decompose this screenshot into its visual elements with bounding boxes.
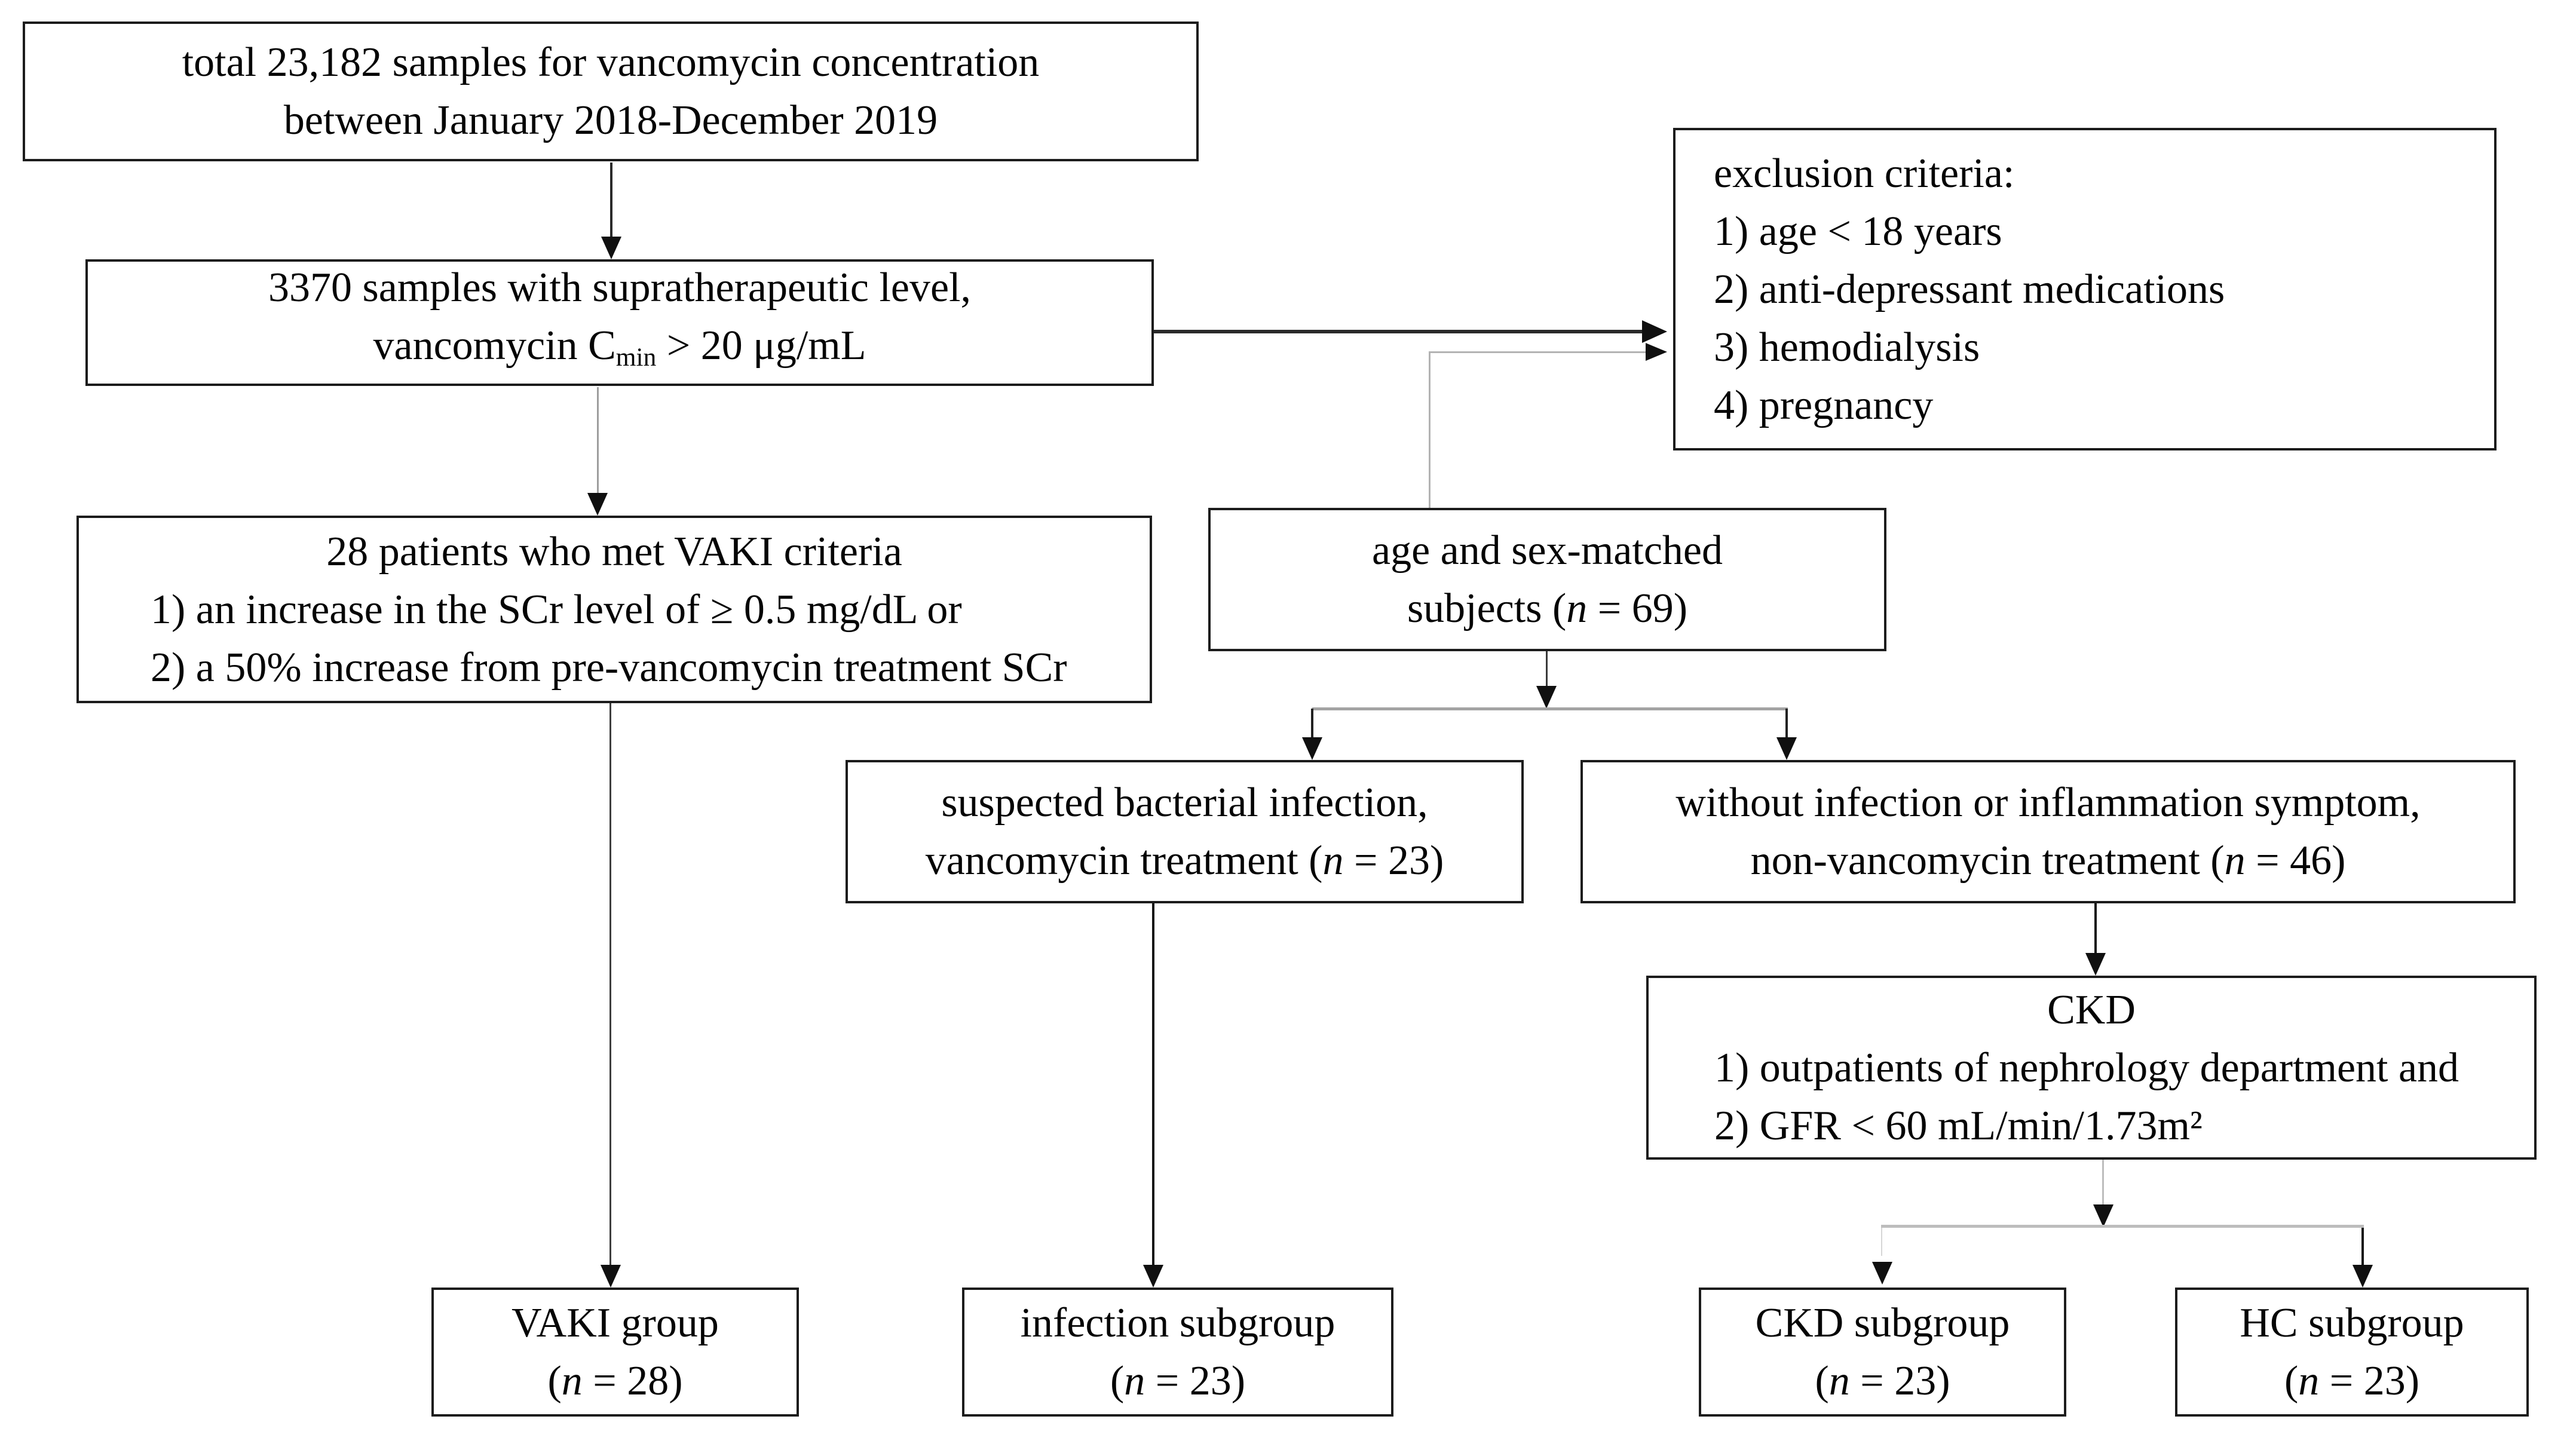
- suspected-n-symbol: n: [1322, 838, 1344, 884]
- age-sex-n-prefix: subjects (: [1407, 586, 1567, 632]
- connector-split-to-hc-subgroup-line: [2361, 1228, 2364, 1265]
- vaki-group-line2: (n = 28): [547, 1352, 682, 1410]
- connector-agesex-split-horizontal: [1312, 707, 1788, 710]
- connector-ckd-split-stem: [2102, 1160, 2104, 1204]
- connector-without-to-ckd-line: [2094, 903, 2097, 953]
- node-supratherapeutic-line2: vancomycin Cmin > 20 μg/mL: [373, 317, 866, 387]
- node-infection-subgroup: infection subgroup (n = 23): [962, 1288, 1393, 1417]
- arrowhead-split-to-ckd-subgroup: [1872, 1262, 1892, 1285]
- exclusion-item-2: 2) anti-depressant medications: [1714, 266, 2225, 312]
- vaki-group-n-prefix: (: [547, 1358, 562, 1404]
- arrowhead-suprathera-to-exclusion: [1642, 320, 1667, 343]
- ckd-item-2: 2) GFR < 60 mL/min/1.73m²: [1714, 1102, 2203, 1149]
- node-total-samples-line2: between January 2018-December 2019: [283, 97, 938, 143]
- arrowhead-split-to-without: [1776, 737, 1797, 760]
- arrowhead-vaki-to-group: [601, 1265, 621, 1288]
- age-sex-line2: subjects (n = 69): [1407, 580, 1687, 637]
- connector-split-to-ckd-subgroup-line: [1881, 1228, 1882, 1256]
- vaki-criteria-line1: 28 patients who met VAKI criteria: [326, 528, 902, 575]
- vaki-criteria-item-2: 2) a 50% increase from pre-vancomycin tr…: [151, 644, 1067, 691]
- node-age-sex-matched: age and sex-matched subjects (n = 69): [1208, 508, 1886, 651]
- infection-subgroup-n-value: = 23): [1145, 1358, 1246, 1404]
- cmin-subscript: min: [615, 342, 657, 372]
- connector-split-to-suspected-line: [1311, 709, 1313, 737]
- hc-subgroup-n-prefix: (: [2284, 1358, 2299, 1404]
- vaki-group-n-symbol: n: [561, 1358, 583, 1404]
- vaki-group-n-value: = 28): [582, 1358, 683, 1404]
- arrowhead-suprathera-to-vaki: [587, 493, 608, 516]
- node-hc-subgroup: HC subgroup (n = 23): [2175, 1288, 2529, 1417]
- without-n-symbol: n: [2224, 838, 2246, 884]
- arrowhead-split-to-suspected: [1302, 737, 1322, 760]
- connector-agesex-split-stem: [1546, 651, 1548, 686]
- ckd-subgroup-line2: (n = 23): [1815, 1352, 1950, 1410]
- hc-subgroup-n-symbol: n: [2298, 1358, 2320, 1404]
- hc-subgroup-n-value: = 23): [2319, 1358, 2420, 1404]
- age-sex-line1: age and sex-matched: [1372, 528, 1723, 574]
- exclusion-title: exclusion criteria:: [1714, 150, 2015, 197]
- exclusion-item-4: 4) pregnancy: [1714, 382, 1934, 428]
- node-ckd: CKD 1) outpatients of nephrology departm…: [1646, 976, 2537, 1160]
- node-supratherapeutic: 3370 samples with supratherapeutic level…: [85, 259, 1154, 386]
- without-line1: without infection or inflammation sympto…: [1675, 780, 2421, 826]
- connector-ckd-split-horizontal: [1881, 1225, 2364, 1228]
- infection-subgroup-n-prefix: (: [1110, 1358, 1125, 1404]
- node-without-infection: without infection or inflammation sympto…: [1580, 760, 2516, 903]
- arrowhead-suspected-to-infection: [1143, 1265, 1163, 1288]
- without-n-value: = 46): [2245, 838, 2346, 884]
- arrowhead-ckd-split: [2093, 1204, 2113, 1227]
- connector-agesex-to-exclusion-vertical: [1429, 351, 1431, 508]
- age-sex-n-value: = 69): [1587, 586, 1688, 632]
- connector-suprathera-to-vaki-line: [597, 387, 599, 493]
- node-total-samples-line1: total 23,182 samples for vancomycin conc…: [182, 39, 1040, 85]
- node-vaki-criteria: 28 patients who met VAKI criteria 1) an …: [76, 516, 1152, 703]
- vaki-criteria-item-1: 1) an increase in the SCr level of ≥ 0.5…: [151, 586, 962, 633]
- age-sex-n-symbol: n: [1566, 586, 1588, 632]
- exclusion-item-3: 3) hemodialysis: [1714, 324, 1980, 370]
- vaki-group-line1: VAKI group: [511, 1300, 719, 1346]
- node-suspected-infection: suspected bacterial infection, vancomyci…: [846, 760, 1524, 903]
- without-n-prefix: non-vancomycin treatment (: [1750, 838, 2225, 884]
- connector-split-to-without-line: [1785, 709, 1788, 737]
- node-total-samples: total 23,182 samples for vancomycin conc…: [23, 22, 1199, 161]
- infection-subgroup-line2: (n = 23): [1110, 1352, 1245, 1410]
- arrowhead-total-to-suprathera: [601, 237, 621, 259]
- arrowhead-without-to-ckd: [2085, 953, 2106, 976]
- node-vaki-group: VAKI group (n = 28): [431, 1288, 799, 1417]
- node-supratherapeutic-line1: 3370 samples with supratherapeutic level…: [268, 265, 972, 311]
- connector-suprathera-to-exclusion-line: [1154, 330, 1642, 333]
- ckd-subgroup-n-value: = 23): [1849, 1358, 1950, 1404]
- arrowhead-split-to-hc-subgroup: [2353, 1265, 2373, 1288]
- hc-subgroup-line2: (n = 23): [2284, 1352, 2419, 1410]
- ckd-subgroup-n-prefix: (: [1815, 1358, 1829, 1404]
- node-ckd-subgroup: CKD subgroup (n = 23): [1699, 1288, 2066, 1417]
- ckd-item-1: 1) outpatients of nephrology department …: [1714, 1044, 2459, 1091]
- connector-suspected-to-infection-line: [1152, 903, 1154, 1265]
- ckd-line1: CKD: [2047, 986, 2136, 1033]
- arrowhead-agesex-split: [1536, 686, 1557, 709]
- ckd-subgroup-n-symbol: n: [1828, 1358, 1850, 1404]
- suspected-line1: suspected bacterial infection,: [941, 780, 1428, 826]
- cmin-suffix: > 20 μg/mL: [656, 323, 866, 369]
- suspected-n-value: = 23): [1343, 838, 1444, 884]
- infection-subgroup-line1: infection subgroup: [1020, 1300, 1335, 1346]
- infection-subgroup-n-symbol: n: [1124, 1358, 1145, 1404]
- suspected-line2: vancomycin treatment (n = 23): [926, 832, 1444, 890]
- connector-total-to-suprathera-line: [610, 163, 612, 238]
- connector-agesex-to-exclusion-horizontal: [1429, 351, 1646, 353]
- cmin-prefix: vancomycin C: [373, 323, 616, 369]
- without-line2: non-vancomycin treatment (n = 46): [1751, 832, 2346, 890]
- node-exclusion-criteria: exclusion criteria: 1) age < 18 years 2)…: [1673, 128, 2497, 450]
- ckd-subgroup-line1: CKD subgroup: [1755, 1300, 2010, 1346]
- connector-vaki-to-group-line: [609, 703, 611, 1265]
- arrowhead-agesex-to-exclusion: [1646, 343, 1667, 361]
- hc-subgroup-line1: HC subgroup: [2240, 1300, 2464, 1346]
- exclusion-item-1: 1) age < 18 years: [1714, 208, 2002, 255]
- suspected-n-prefix: vancomycin treatment (: [925, 838, 1323, 884]
